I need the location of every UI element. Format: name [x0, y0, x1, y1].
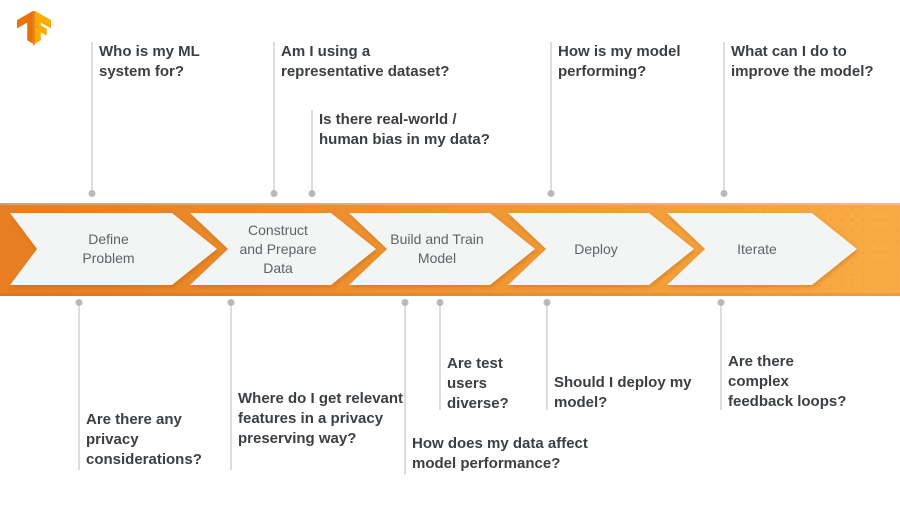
question-should-deploy: Should I deploy my model?: [554, 374, 692, 411]
connector-bottom-3: [401, 299, 409, 475]
question-representative-dataset: Am I using a representative dataset?: [281, 43, 450, 80]
process-band: Define Problem Construct and Prepare Dat…: [0, 203, 900, 296]
stage-deploy: Deploy: [508, 213, 694, 285]
question-privacy-considerations: Are there any privacy considerations?: [86, 411, 202, 468]
question-test-users-diverse: Are test users diverse?: [447, 355, 509, 412]
stage-build-train-model: Build and Train Model: [349, 213, 535, 285]
connector-bottom-6: [717, 299, 725, 410]
connector-top-5: [720, 42, 728, 197]
connector-top-2: [270, 42, 278, 197]
stage-label: Iterate: [737, 240, 777, 257]
connector-dot: [270, 190, 278, 197]
stage-label: Define Problem: [82, 231, 135, 266]
connector-dot: [547, 190, 555, 197]
connector-dot: [88, 190, 96, 197]
question-improve-model: What can I do to improve the model?: [731, 43, 874, 80]
connector-dot: [436, 299, 444, 306]
stage-iterate: Iterate: [667, 213, 857, 285]
question-feedback-loops: Are there complex feedback loops?: [728, 353, 847, 410]
stage-label: Build and Train Model: [390, 231, 484, 266]
tensorflow-logo-icon: [17, 10, 51, 47]
connector-dot: [227, 299, 235, 306]
question-model-performing: How is my model performing?: [558, 43, 681, 80]
connector-bottom-1: [75, 299, 83, 470]
connector-dot: [717, 299, 725, 306]
connector-dot: [543, 299, 551, 306]
stage-construct-prepare-data: Construct and Prepare Data: [190, 213, 376, 285]
connector-dot: [75, 299, 83, 306]
question-privacy-preserving-features: Where do I get relevant features in a pr…: [238, 390, 404, 447]
connector-bottom-5: [543, 299, 551, 410]
connector-dot: [308, 190, 316, 197]
connector-top-1: [88, 42, 96, 197]
connector-dot: [401, 299, 409, 306]
connector-bottom-2: [227, 299, 235, 470]
question-data-affect-performance: How does my data affect model performanc…: [412, 435, 588, 472]
stage-label: Deploy: [574, 240, 618, 257]
question-human-bias: Is there real-world / human bias in my d…: [319, 111, 490, 148]
connector-dot: [720, 190, 728, 197]
connector-top-3: [308, 110, 316, 197]
connector-top-4: [547, 42, 555, 197]
question-who-is-system-for: Who is my ML system for?: [99, 43, 200, 80]
stage-define-problem: Define Problem: [10, 213, 217, 285]
stage-label: Construct and Prepare Data: [239, 221, 317, 276]
connector-bottom-4: [436, 299, 444, 410]
